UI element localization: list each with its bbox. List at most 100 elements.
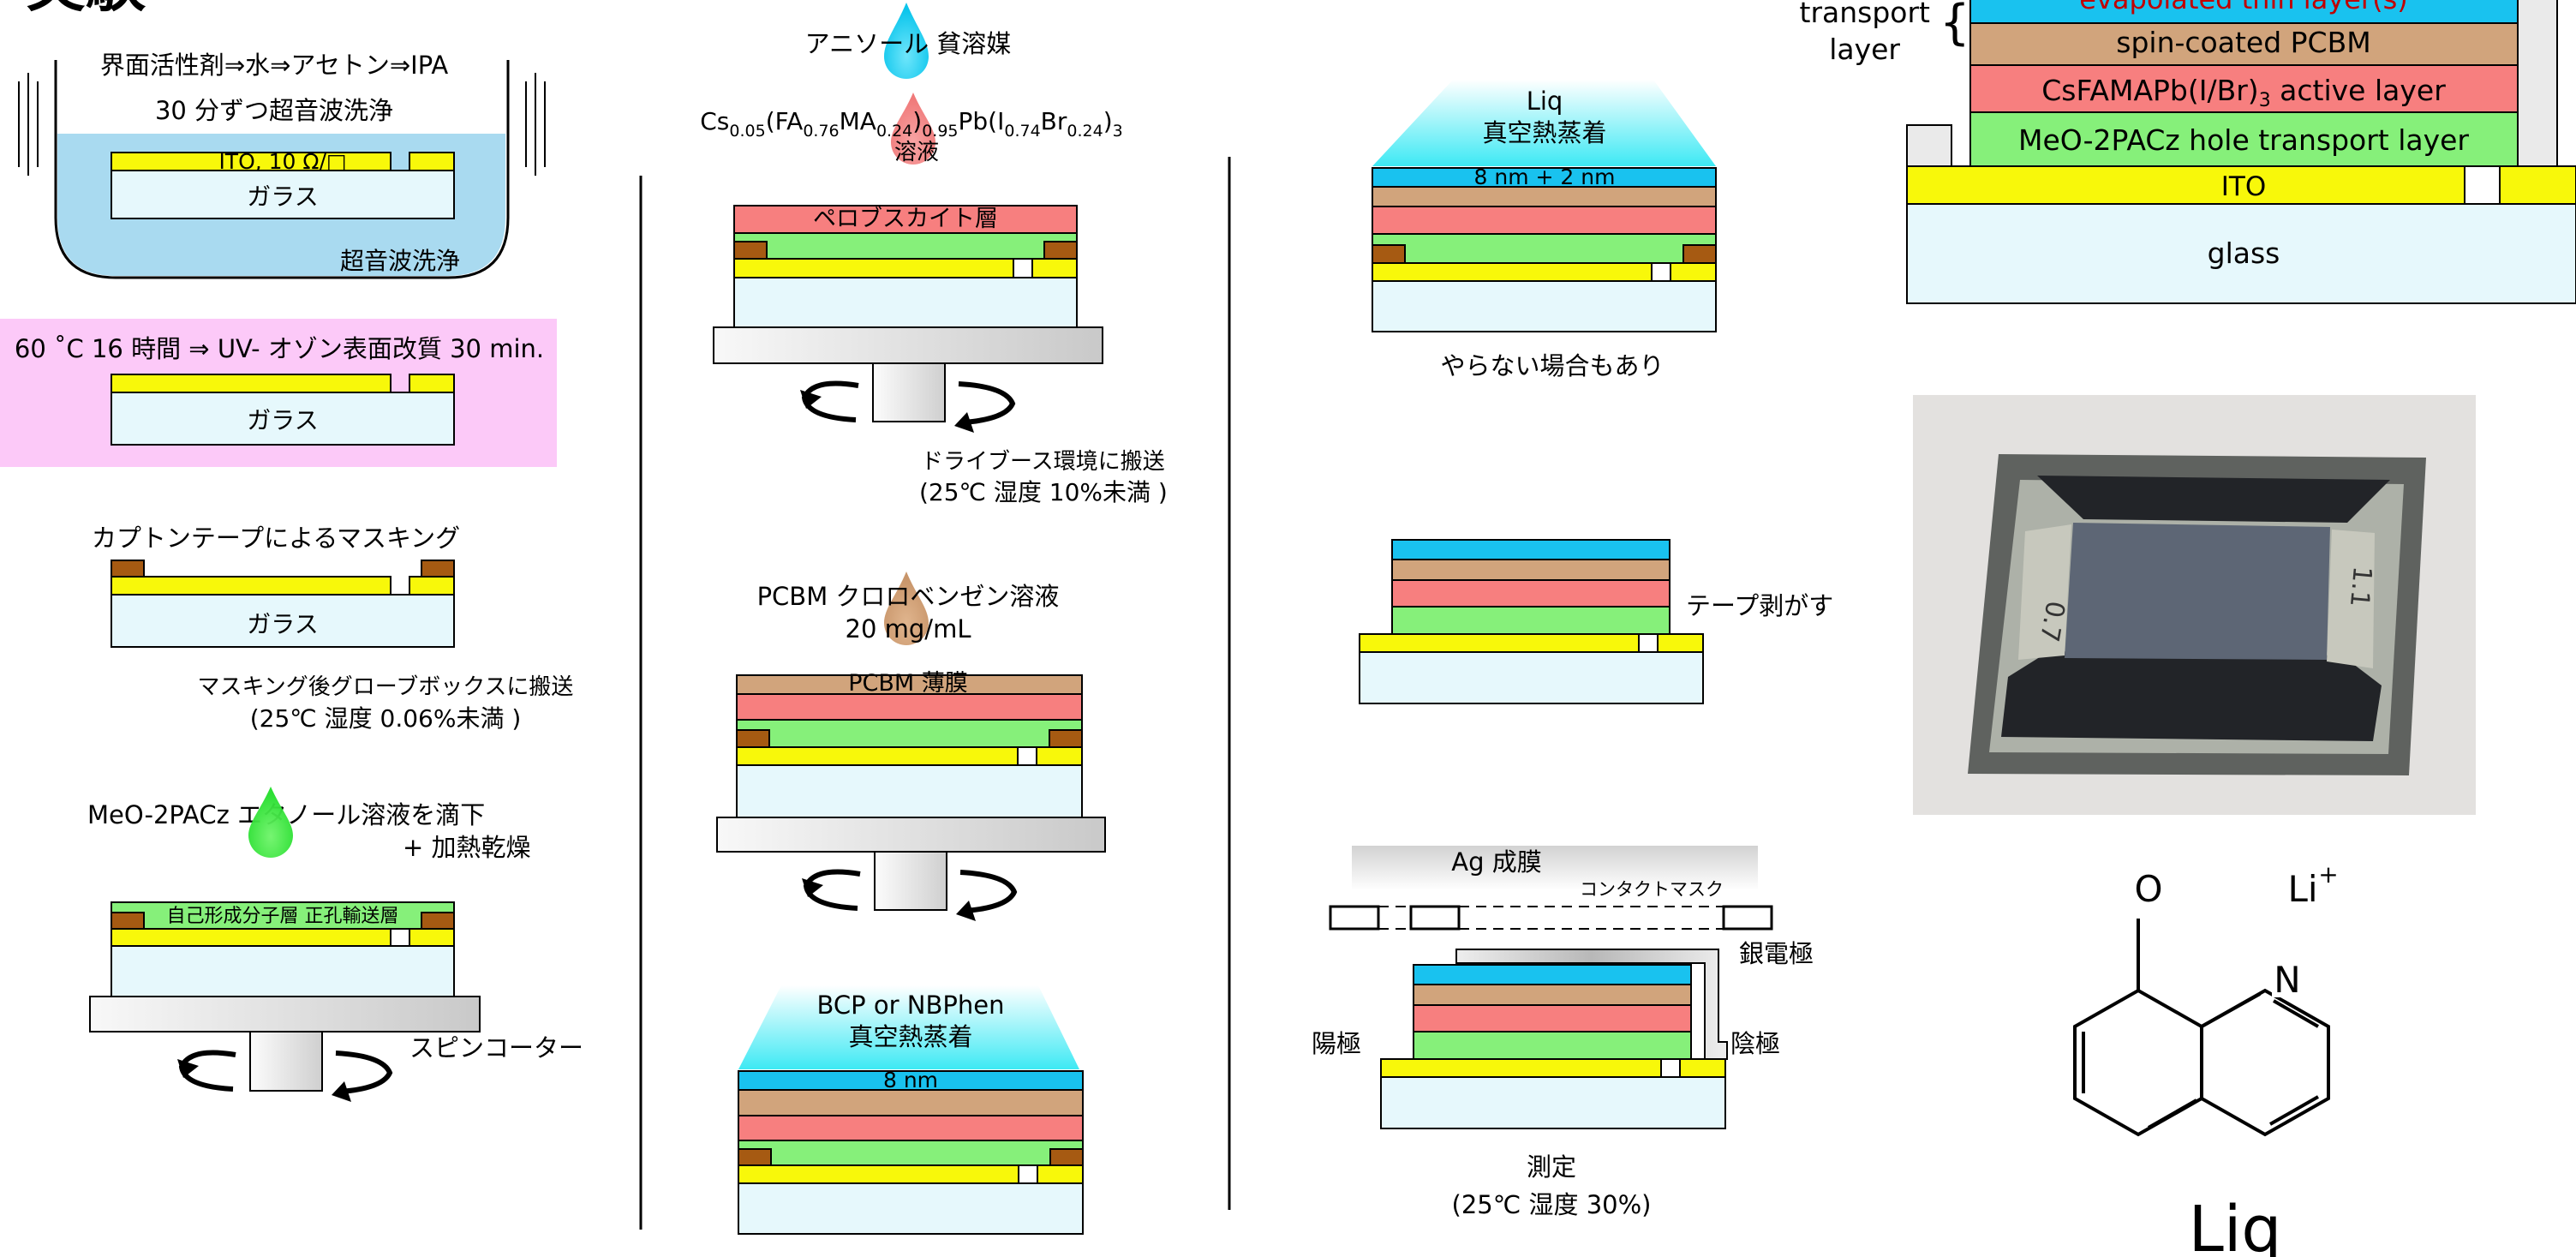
pcbm-label: spin-coated PCBM — [2116, 26, 2370, 59]
liq-name: Liq — [2189, 1193, 2282, 1257]
ito-left — [111, 374, 391, 393]
solution-label: 溶液 — [894, 140, 939, 165]
kapton-tape-left — [111, 560, 145, 578]
liq-label-2: 真空熱蒸着 — [1482, 118, 1606, 147]
step-bcp: BCP or NBPhen 真空熱蒸着 8 nm — [738, 985, 1084, 1235]
spin-chuck-shaft — [249, 1031, 323, 1092]
ito-contact — [1906, 124, 1952, 167]
anisole-label: アニソール 貧溶媒 — [805, 29, 1012, 58]
rotation-arrow-right-head — [956, 901, 976, 921]
glass-substrate — [111, 945, 455, 997]
ag-film-label: Ag 成膜 — [1451, 847, 1541, 877]
pcbm-conc: 20 mg/mL — [846, 614, 971, 643]
measure-1: 測定 — [1527, 1152, 1576, 1182]
step-pcbm: PCBM クロロベンゼン溶液 20 mg/mL PCBM 薄膜 — [716, 572, 1106, 921]
kapton-tape-left — [736, 729, 770, 748]
sam-layer — [1372, 233, 1717, 264]
kapton-tape-right — [1049, 729, 1083, 748]
step-perovskite: アニソール 貧溶媒 Cs0.05(FA0.76MA0.24)0.95Pb(I0.… — [700, 3, 1168, 506]
liq-thickness: 8 nm + 2 nm — [1474, 165, 1616, 189]
sam-layer — [738, 1140, 1084, 1166]
top-electrode-side — [2517, 0, 2558, 167]
ito-left — [1359, 633, 1640, 653]
lithium-charge: + — [2318, 860, 2338, 889]
masking-title: カプトンテープによるマスキング — [92, 524, 460, 553]
step-sam-spin: MeO-2PACz エタノール溶液を滴下 + 加熱乾燥 自己形成分子層 正孔輸送… — [87, 787, 583, 1102]
spin-chuck-plate — [713, 326, 1103, 364]
contact-mask-label: コンタクトマスク — [1580, 879, 1724, 900]
kapton-tape-left — [738, 1148, 772, 1166]
dry-booth-1: ドライブース環境に搬送 — [921, 449, 1165, 475]
green-droplet-icon — [248, 787, 293, 858]
step-uv-ozone: 60 ˚C 16 時間 ⇒ UV- オゾン表面改質 30 min. ガラス — [0, 319, 557, 467]
ito-right-layer — [2499, 165, 2576, 205]
vibration-lines-right — [525, 73, 546, 176]
glass-substrate — [733, 277, 1078, 328]
ito-layer — [1906, 165, 2465, 205]
lithium-label: Li — [2287, 868, 2317, 910]
perovskite-layer — [738, 1115, 1084, 1141]
glass-substrate — [111, 594, 455, 648]
ito-right — [409, 152, 455, 171]
liq-molecule — [2073, 919, 2330, 1137]
uv-text: 60 ˚C 16 時間 ⇒ UV- オゾン表面改質 30 min. — [15, 334, 544, 363]
ito-right — [1031, 258, 1078, 278]
pcbm-layer — [1372, 186, 1717, 207]
pcbm-layer — [1413, 984, 1692, 1006]
ito-right — [1679, 1058, 1726, 1078]
step-tape-peel: テープ剥がす — [1359, 539, 1833, 704]
kapton-tape-left — [111, 912, 145, 930]
anode-label: 陽極 — [1312, 1029, 1361, 1058]
kapton-tape-right — [1682, 244, 1717, 264]
glass-label: ガラス — [247, 406, 318, 434]
kapton-tape-right — [421, 560, 455, 578]
rotation-arrow-right-head — [954, 412, 974, 433]
glass-substrate — [736, 764, 1083, 818]
ito-left — [738, 1164, 1019, 1184]
ito-left — [733, 258, 1014, 278]
ito-left — [111, 576, 391, 596]
sam-layer — [736, 719, 1083, 748]
glass-layer — [1906, 203, 2576, 304]
ag-source — [1352, 846, 1758, 890]
pink-droplet-icon — [891, 93, 935, 165]
spin-chuck-shaft — [874, 851, 947, 911]
ito-left — [736, 746, 1019, 766]
perovskite-layer-label: ペロブスカイト層 — [813, 206, 998, 232]
sam-layer — [1413, 1031, 1692, 1060]
silver-electrode — [1455, 949, 1728, 1060]
transport-label-2: layer — [1829, 33, 1900, 66]
brace-icon: { — [1939, 0, 1970, 51]
perovskite-formula: Cs0.05(FA0.76MA0.24)0.95Pb(I0.74Br0.24)3 — [700, 107, 1123, 141]
ito-right — [409, 374, 455, 393]
ultrasonic-label: 超音波洗浄 — [340, 247, 460, 275]
contact-mask — [1329, 905, 1773, 931]
bcp-label-2: 真空熱蒸着 — [848, 1022, 972, 1051]
silver-electrode-label: 銀電極 — [1739, 939, 1814, 968]
ito-label: ITO — [2221, 171, 2266, 202]
pcbm-layer — [738, 1089, 1084, 1116]
title-fragment: 実験 — [26, 0, 146, 20]
rotation-arrow-left-head — [802, 878, 823, 897]
perovskite-layer — [1391, 579, 1671, 608]
dry-booth-2: (25℃ 湿度 10%未満 ) — [919, 478, 1168, 506]
kapton-tape-left — [1372, 244, 1406, 264]
step-masking: カプトンテープによるマスキング ガラス マスキング後グローブボックスに搬送 (2… — [92, 524, 574, 733]
ito-right — [1670, 262, 1717, 282]
liq-layer — [1413, 964, 1692, 985]
kapton-tape-left — [733, 241, 768, 260]
kapton-tape-right — [421, 912, 455, 930]
heat-text: + 加熱乾燥 — [403, 833, 531, 862]
brown-droplet-icon — [884, 572, 929, 645]
cathode-label: 陰極 — [1730, 1029, 1780, 1058]
glass-substrate — [738, 1182, 1084, 1235]
evaporated-label: evapolated thin layer(s) — [2079, 0, 2407, 15]
ito-label: ITO, 10 Ω/□ — [218, 149, 346, 174]
step-cleaning: 界面活性剤⇒水⇒アセトン⇒IPA 30 分ずつ超音波洗浄 ITO, 10 Ω/□… — [18, 51, 546, 279]
rotation-arrow-right-icon — [335, 1050, 393, 1094]
transport-label-1: transport — [1800, 0, 1931, 29]
ito-right — [409, 576, 455, 596]
perovskite-layer — [1372, 206, 1717, 235]
pcbm-layer — [1391, 559, 1671, 581]
